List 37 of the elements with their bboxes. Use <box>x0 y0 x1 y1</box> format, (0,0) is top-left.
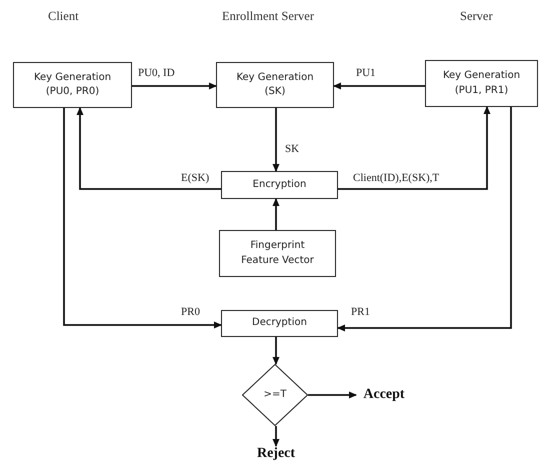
arrow <box>272 108 280 172</box>
arrow <box>333 82 425 90</box>
process-box <box>221 310 338 337</box>
node-label: Key Generation (SK) <box>235 70 315 99</box>
process-box <box>425 60 538 107</box>
process-box <box>219 230 336 277</box>
arrow <box>272 426 280 447</box>
edge-label: PR0 <box>180 306 201 318</box>
process-box <box>221 171 338 199</box>
node-label: >=T <box>264 388 286 402</box>
arrow <box>76 107 221 190</box>
outcome-label: Accept <box>363 386 405 404</box>
edge-label: PU1 <box>355 67 377 79</box>
column-heading: Enrollment Server <box>222 9 314 24</box>
column-heading: Server <box>460 9 493 24</box>
arrow <box>308 392 357 398</box>
arrow <box>272 198 280 230</box>
edge-label: PU0, ID <box>137 67 176 79</box>
arrow <box>272 337 280 365</box>
outcome-label: Reject <box>256 445 296 463</box>
node-label: Encryption <box>252 178 306 192</box>
column-heading: Client <box>48 9 79 24</box>
node-label: Key Generation (PU1, PR1) <box>442 69 522 98</box>
node-label: Key Generation (PU0, PR0) <box>32 70 112 99</box>
node-label: Fingerprint Feature Vector <box>240 239 315 268</box>
edge-label: PR1 <box>350 306 371 318</box>
process-box <box>216 62 334 108</box>
arrow <box>337 107 512 332</box>
edge-label: SK <box>284 143 300 155</box>
process-box <box>13 62 132 108</box>
node-label: Decryption <box>252 316 307 330</box>
edge-label: Client(ID),E(SK),T <box>352 172 440 184</box>
arrow <box>63 108 222 328</box>
decision-diamond <box>242 364 308 426</box>
arrow <box>132 82 217 90</box>
arrow <box>338 106 490 190</box>
edge-label: E(SK) <box>180 172 210 184</box>
